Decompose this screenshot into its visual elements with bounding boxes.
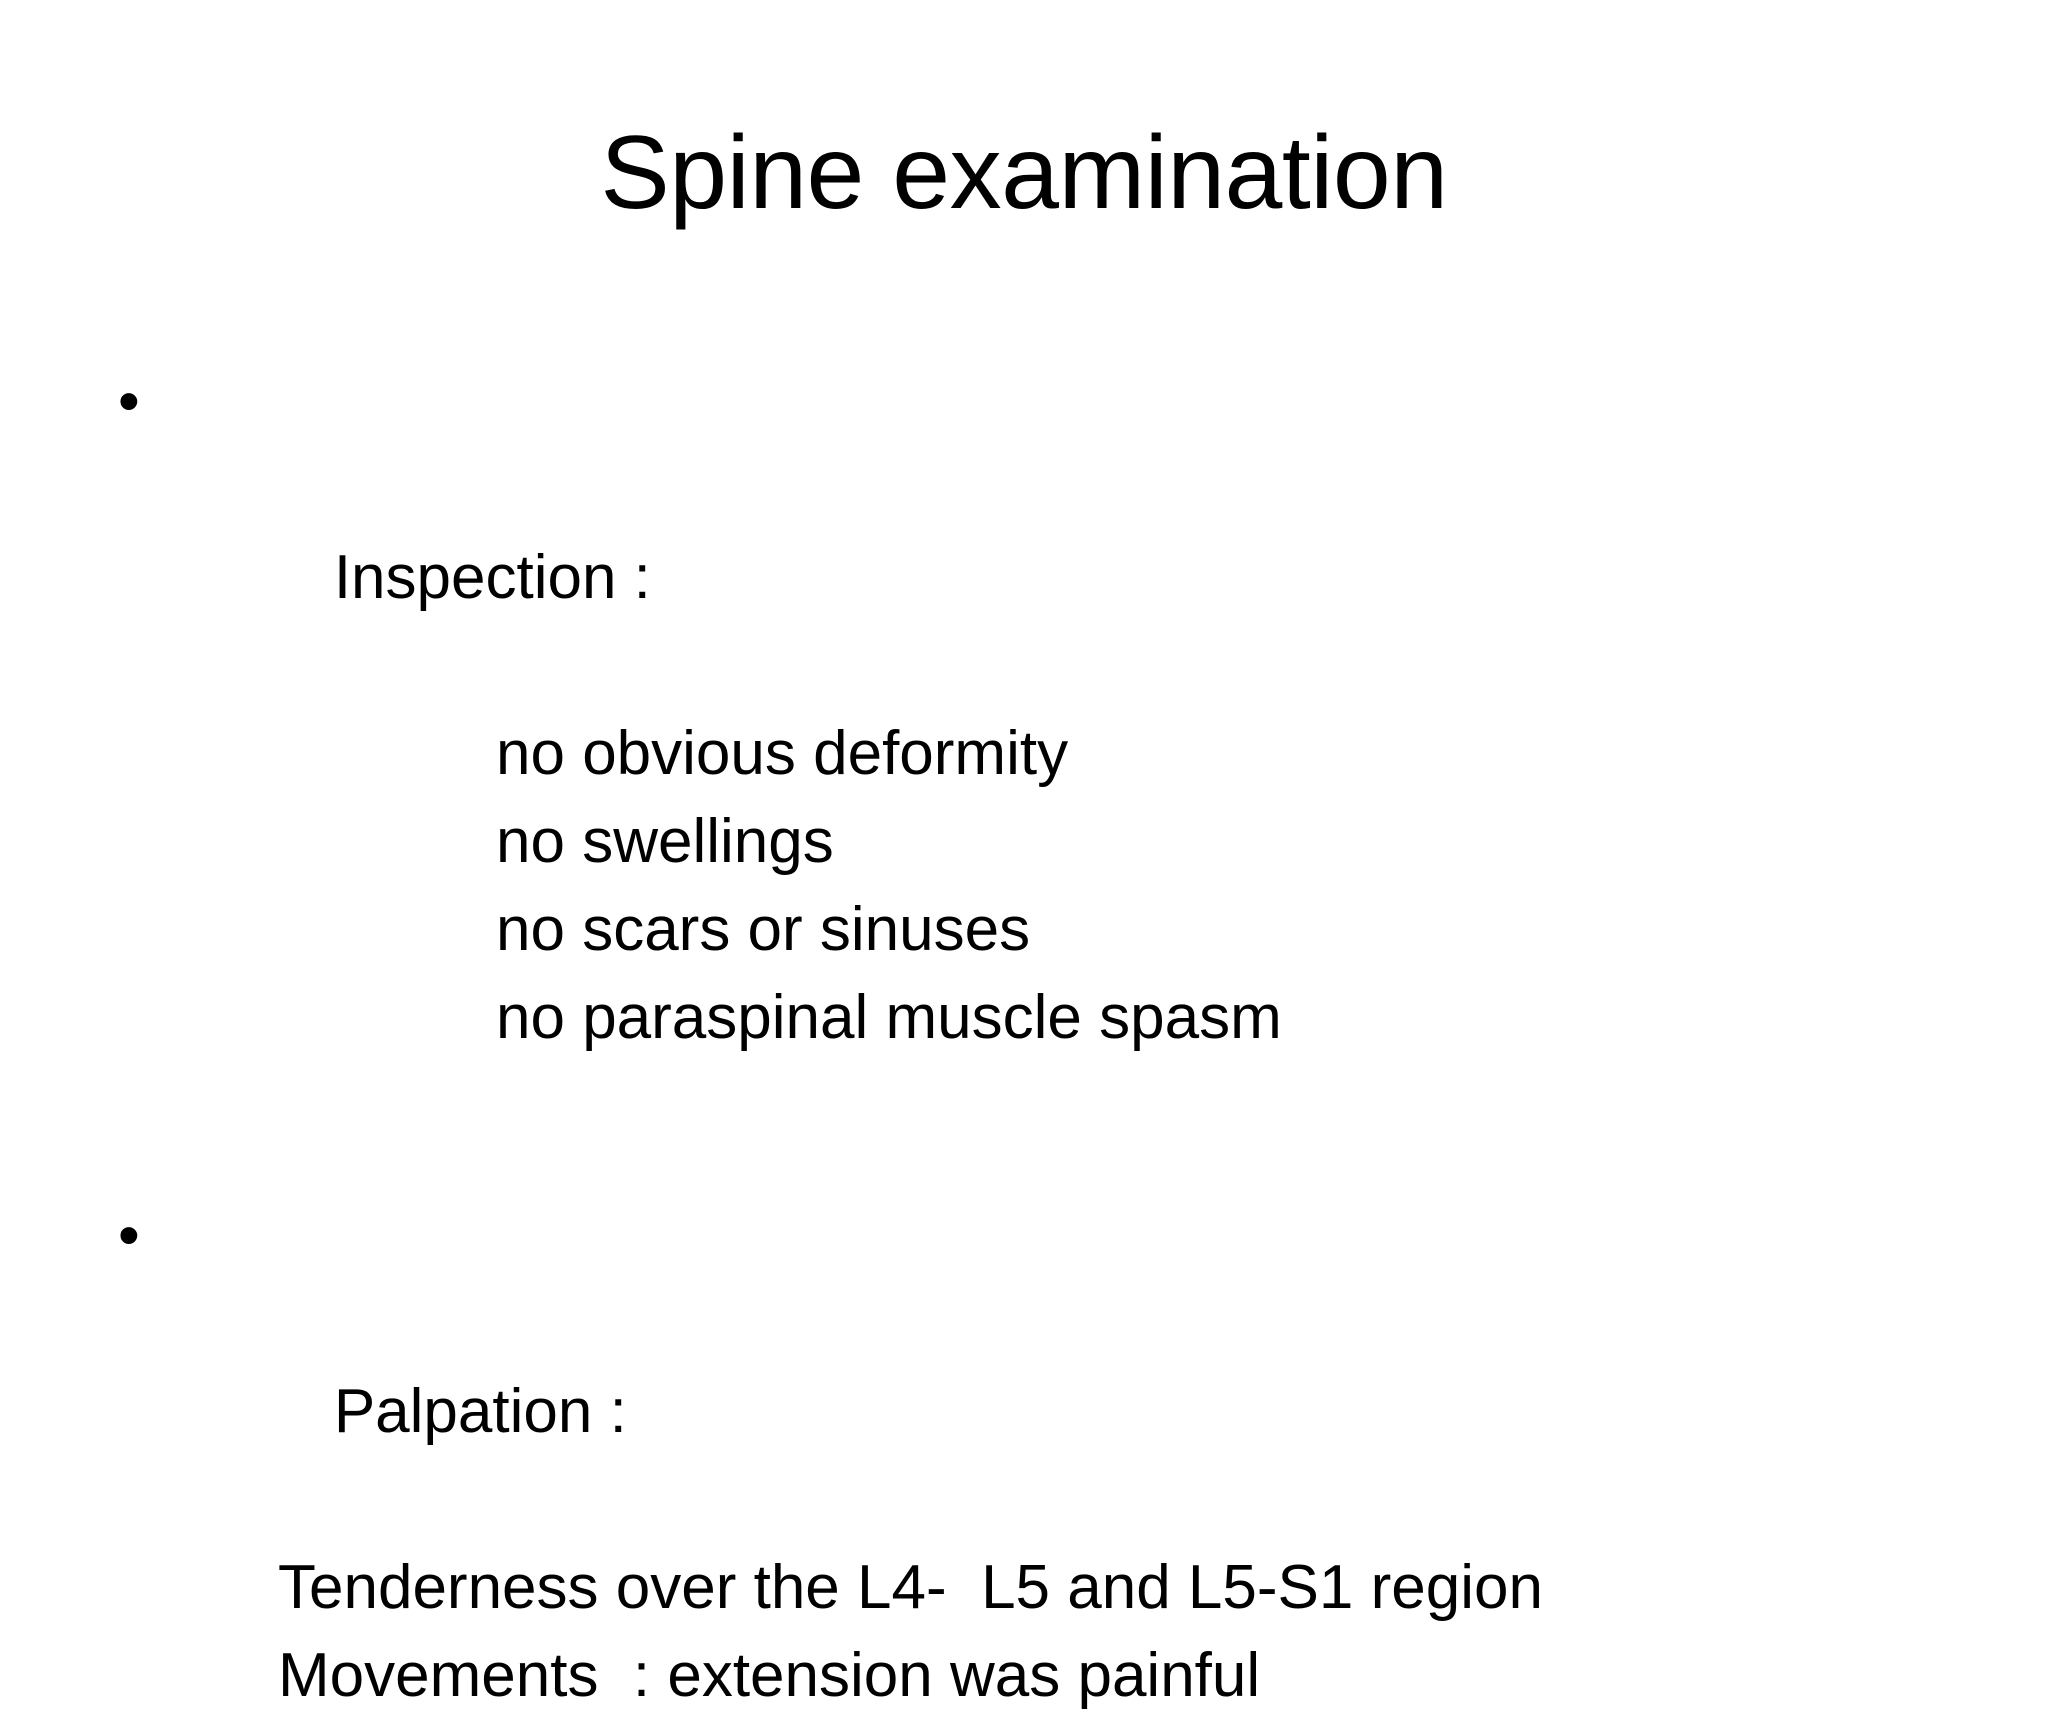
presentation-slide: Spine examination • Inspection : no obvi… (118, 115, 1543, 1710)
bullet-item-palpation[interactable]: • Palpation : (0, 1192, 2048, 1544)
list-item: no obvious deformity (496, 719, 1069, 788)
section-palpation: • Palpation : Tenderness over the L4- L5… (0, 1192, 2048, 1720)
bullet-dot-icon: • (118, 1201, 140, 1270)
list-item: no scars or sinuses (496, 895, 1031, 964)
bullet-dot-icon: • (118, 367, 140, 436)
list-item: no swellings (496, 807, 834, 876)
list-item: Movements : extension was painful (278, 1641, 1261, 1710)
list-item: no paraspinal muscle spasm (496, 983, 1282, 1052)
slide-body: • Inspection : no obvious deformity no s… (0, 358, 2048, 1720)
paragraph-spacer (0, 1150, 2048, 1192)
bullet-label-palpation: Palpation : (333, 1377, 627, 1446)
section-inspection: • Inspection : no obvious deformity no s… (0, 358, 2048, 1062)
bullet-item-inspection[interactable]: • Inspection : (0, 358, 2048, 710)
paragraph-spacer (0, 1062, 2048, 1150)
list-item: Tenderness over the L4- L5 and L5-S1 reg… (278, 1553, 1543, 1622)
bullet-label-inspection: Inspection : (333, 543, 651, 612)
page-title: Spine examination (600, 115, 1448, 231)
